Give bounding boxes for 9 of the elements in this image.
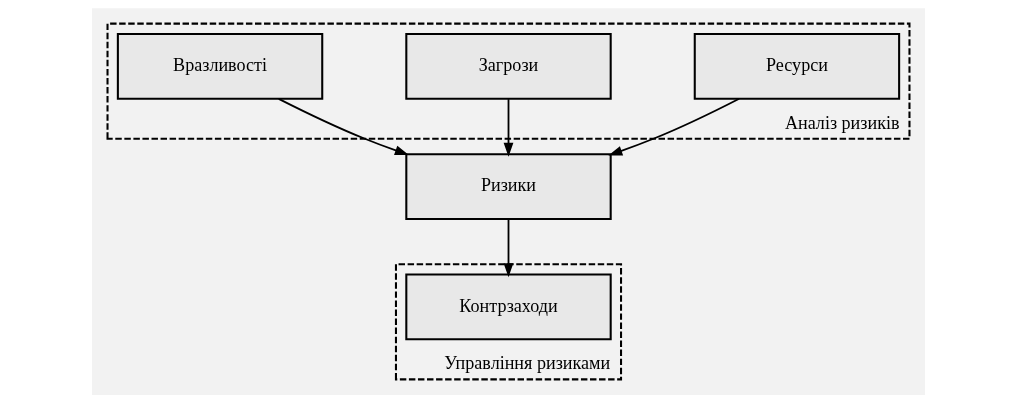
node-box: Загрози bbox=[405, 32, 612, 100]
arrow bbox=[503, 218, 514, 278]
node-box: Ризики bbox=[405, 153, 612, 220]
arrow bbox=[503, 98, 514, 157]
arrow bbox=[608, 97, 741, 156]
node-box: Контрзаходи bbox=[405, 273, 612, 341]
node-box: Вразливості bbox=[116, 32, 324, 100]
arrow bbox=[277, 97, 409, 156]
node-box: Ресурси bbox=[693, 32, 901, 100]
